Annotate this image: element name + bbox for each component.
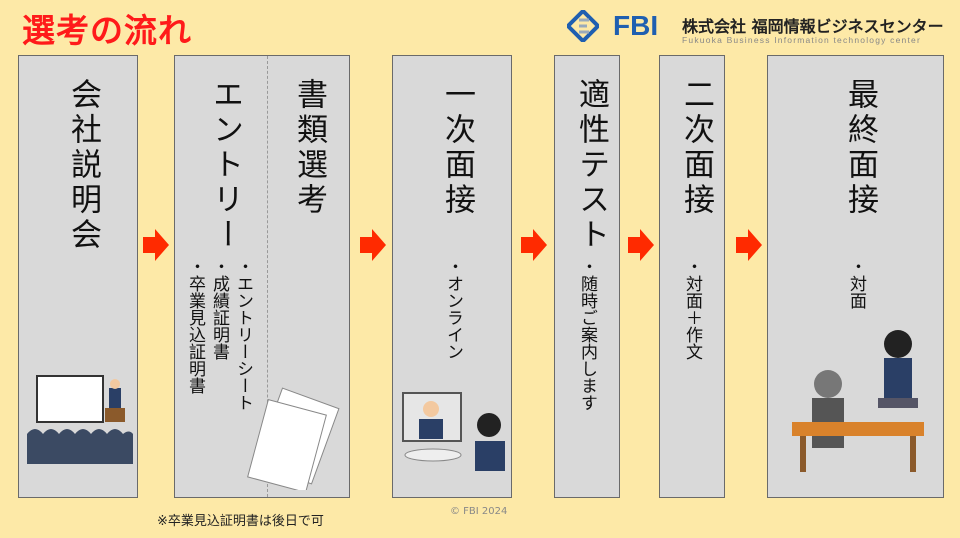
online-interview-illustration	[402, 392, 505, 471]
step-heading: 一次面接	[439, 78, 475, 218]
step-aptitude-test: 適性テスト ・随時ご案内します	[554, 55, 620, 498]
presentation-illustration	[27, 375, 133, 464]
step-items: ・エントリーシート ・成績証明書 ・卒業見込証明書	[183, 258, 255, 411]
documents-illustration	[247, 387, 340, 490]
step-entry-document-screening: エントリー ・エントリーシート ・成績証明書 ・卒業見込証明書 書類選考	[174, 55, 350, 498]
company-name-en: Fukuoka Business Information technology …	[682, 35, 921, 45]
step-item: ・オンライン	[443, 258, 463, 360]
step-item: ・随時ご案内します	[577, 258, 597, 411]
step-item: ・エントリーシート	[233, 258, 253, 411]
face-to-face-interview-illustration	[792, 330, 924, 472]
step-final-interview: 最終面接 ・対面	[767, 55, 944, 498]
step-heading: 会社説明会	[65, 78, 101, 253]
copyright: © FBI 2024	[450, 506, 508, 517]
page-title: 選考の流れ	[22, 11, 192, 50]
step-heading: エントリー	[207, 78, 243, 253]
step-heading: 二次面接	[678, 78, 714, 218]
step-heading: 最終面接	[842, 78, 878, 218]
step-item: ・対面＋作文	[682, 258, 702, 360]
logo-mark-text: FBI	[613, 10, 659, 41]
step-item: ・成績証明書	[209, 258, 229, 360]
step-heading-2: 書類選考	[291, 78, 327, 218]
step-item: ・対面	[846, 258, 866, 309]
step-company-briefing: 会社説明会	[18, 55, 138, 498]
divider	[267, 56, 268, 497]
step-item: ・卒業見込証明書	[185, 258, 205, 394]
company-name: 株式会社 福岡情報ビジネスセンター	[682, 17, 944, 36]
footnote: ※卒業見込証明書は後日で可	[157, 514, 324, 529]
step-first-interview: 一次面接 ・オンライン	[392, 55, 512, 498]
step-second-interview: 二次面接 ・対面＋作文	[659, 55, 725, 498]
fbi-logo-icon	[567, 10, 599, 42]
step-heading: 適性テスト	[573, 78, 609, 253]
company-logo: FBI 株式会社 福岡情報ビジネスセンター Fukuoka Business I…	[565, 8, 945, 48]
